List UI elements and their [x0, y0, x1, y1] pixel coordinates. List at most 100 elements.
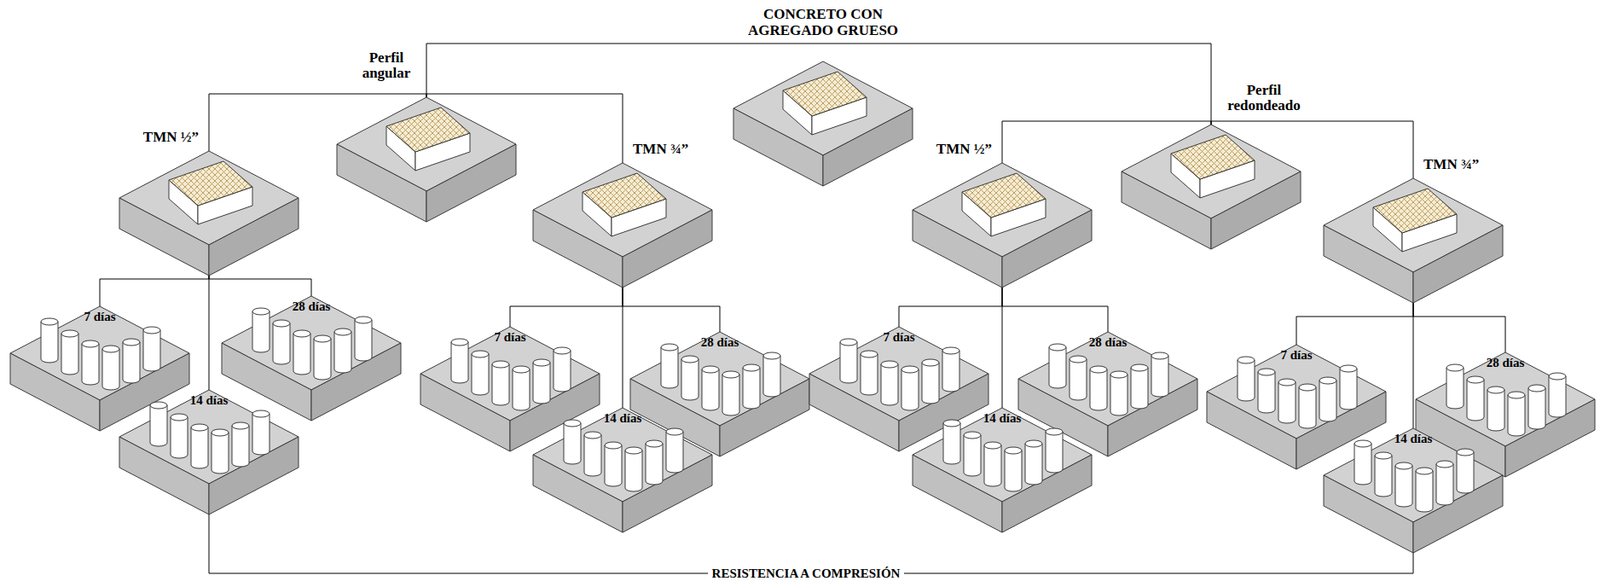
- cylinder-specimen: [1278, 382, 1296, 424]
- cylinder-top: [354, 316, 372, 324]
- cylinder-top: [1528, 384, 1546, 392]
- cylinder-specimen: [1466, 379, 1485, 421]
- cylinder-top: [1446, 364, 1464, 372]
- edge-label: RESISTENCIA A COMPRESIÓN: [707, 566, 905, 581]
- cylinder-top: [1278, 378, 1296, 386]
- node-label: TMN ¾”: [632, 141, 689, 158]
- age-label: 14 días: [1394, 431, 1433, 447]
- cylinder-top: [963, 431, 981, 439]
- cylinder-specimen: [645, 443, 663, 485]
- specimen-platform: [221, 295, 401, 421]
- cylinder-specimen: [211, 432, 229, 474]
- cylinder-specimen: [1395, 465, 1413, 507]
- connector: [622, 287, 720, 332]
- age-label: 28 días: [1089, 335, 1128, 350]
- specimen-platform: [533, 407, 713, 533]
- cylinder-top: [1354, 440, 1372, 447]
- connector: [1413, 302, 1506, 353]
- connector: [99, 275, 209, 307]
- cylinder-specimen: [984, 445, 1002, 487]
- cylinder-top: [1339, 365, 1357, 372]
- cylinder-top: [942, 347, 960, 354]
- cylinder-specimen: [334, 331, 352, 373]
- cylinder-top: [1415, 467, 1433, 475]
- cylinder-specimen: [150, 405, 168, 447]
- cylinder-specimen: [1354, 443, 1372, 485]
- cylinder-top: [921, 359, 940, 366]
- connector: [208, 275, 210, 390]
- cylinder-top: [313, 335, 331, 343]
- cylinder-specimen: [860, 353, 878, 395]
- aggregate-node: Perfil angular: [336, 97, 516, 222]
- cylinder-top: [763, 352, 781, 360]
- cylinder-specimen: [1045, 431, 1063, 473]
- aggregate-node: CONCRETO CON AGREGADO GRUESO: [733, 6, 913, 186]
- aggregate-block-top: [386, 107, 470, 152]
- cylinder-top: [334, 328, 352, 336]
- cylinder-specimen: [563, 423, 581, 464]
- cylinder-specimen: [170, 417, 188, 458]
- cylinder-specimen: [512, 369, 530, 411]
- cylinder-top: [604, 441, 622, 449]
- cylinder-top: [1487, 386, 1505, 394]
- cylinder-top: [451, 338, 469, 346]
- cylinder-top: [293, 330, 311, 337]
- cylinder-specimen: [1507, 394, 1525, 436]
- aggregate-node: TMN ½”: [912, 162, 1092, 288]
- age-label: 28 días: [292, 299, 331, 314]
- cylinder-top: [512, 365, 530, 373]
- aggregate-block-top: [582, 173, 667, 218]
- cylinder-specimen: [492, 364, 510, 406]
- cylinder-top: [492, 360, 510, 368]
- age-label: 7 días: [83, 309, 116, 325]
- aggregate-node: Perfil redondeado: [1121, 124, 1301, 250]
- cylinder-specimen: [660, 347, 679, 389]
- cylinder-specimen: [1004, 450, 1022, 492]
- cylinder-specimen: [881, 364, 899, 406]
- age-label: 7 días: [882, 330, 915, 345]
- connector: [208, 514, 1414, 574]
- cylinder-top: [471, 350, 489, 358]
- cylinder-specimen: [1456, 452, 1474, 493]
- cylinder-top: [881, 360, 899, 368]
- aggregate-platform: [533, 162, 713, 288]
- aggregate-block-top: [1171, 134, 1255, 180]
- title-underline: [733, 43, 913, 45]
- cylinder-specimen: [231, 425, 250, 467]
- cylinder-specimen: [1415, 470, 1433, 512]
- specimen-group: 14 días: [119, 389, 299, 515]
- cylinder-specimen: [61, 333, 79, 375]
- cylinder-specimen: [102, 348, 120, 390]
- cylinder-top: [533, 359, 551, 366]
- cylinder-specimen: [252, 311, 270, 353]
- cylinder-specimen: [1025, 443, 1043, 485]
- cylinder-top: [943, 419, 961, 427]
- connectors: [99, 43, 1506, 574]
- cylinder-specimen: [451, 342, 469, 383]
- cylinder-top: [584, 431, 602, 439]
- connector: [1002, 287, 1108, 332]
- cylinder-specimen: [40, 321, 58, 363]
- aggregate-platform: [336, 97, 516, 222]
- cylinder-specimen: [1298, 387, 1316, 429]
- connector: [1413, 302, 1415, 429]
- cylinder-top: [191, 423, 209, 431]
- cylinder-specimen: [604, 445, 622, 487]
- cylinder-top: [1395, 462, 1413, 470]
- cylinder-top: [1436, 460, 1454, 468]
- age-label: 14 días: [603, 411, 643, 426]
- cylinder-top: [722, 371, 740, 378]
- node-label: Perfil redondeado: [1221, 82, 1307, 115]
- cylinder-specimen: [1374, 455, 1392, 497]
- cylinder-specimen: [681, 359, 699, 400]
- cylinder-specimen: [942, 350, 960, 392]
- cylinder-top: [61, 330, 79, 337]
- cylinder-specimen: [553, 350, 571, 392]
- cylinder-top: [1466, 376, 1485, 383]
- cylinder-specimen: [143, 330, 161, 372]
- cylinder-top: [1374, 452, 1392, 459]
- aggregate-node: TMN ½”: [119, 150, 299, 276]
- cylinder-top: [81, 340, 99, 348]
- cylinder-top: [645, 440, 663, 447]
- cylinder-top: [1130, 364, 1148, 372]
